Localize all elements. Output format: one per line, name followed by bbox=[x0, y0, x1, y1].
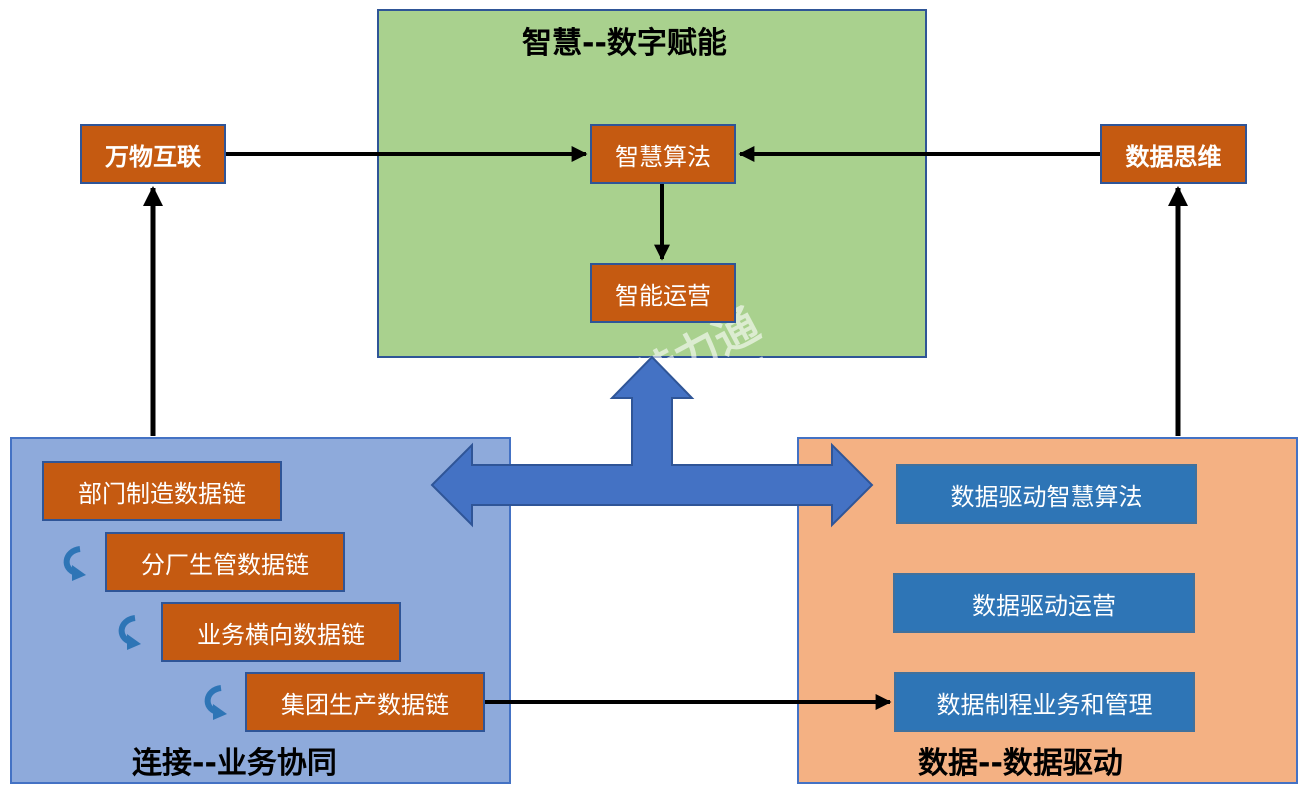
node-data-driven-operations: 数据驱动运营 bbox=[893, 573, 1195, 633]
node-smart-algorithm: 智慧算法 bbox=[590, 124, 736, 184]
node-data-process-management: 数据制程业务和管理 bbox=[894, 672, 1195, 732]
node-smart-operations: 智能运营 bbox=[590, 263, 736, 323]
panel-left-title: 连接--业务协同 bbox=[132, 746, 337, 781]
node-dept-chain: 部门制造数据链 bbox=[42, 461, 282, 521]
node-group-chain: 集团生产数据链 bbox=[245, 672, 485, 732]
curved-arrow-icon bbox=[118, 615, 141, 650]
node-branch-chain: 分厂生管数据链 bbox=[105, 532, 345, 592]
curved-arrow-icon bbox=[204, 685, 227, 720]
curved-arrow-icon bbox=[63, 546, 86, 581]
node-biz-chain: 业务横向数据链 bbox=[161, 602, 401, 662]
big-three-way-arrow bbox=[430, 355, 874, 528]
node-iot: 万物互联 bbox=[80, 124, 226, 184]
panel-right-title: 数据--数据驱动 bbox=[918, 746, 1123, 781]
node-data-driven-algorithm: 数据驱动智慧算法 bbox=[896, 464, 1197, 524]
panel-top-title: 智慧--数字赋能 bbox=[522, 26, 727, 61]
node-data-thinking: 数据思维 bbox=[1100, 124, 1247, 184]
